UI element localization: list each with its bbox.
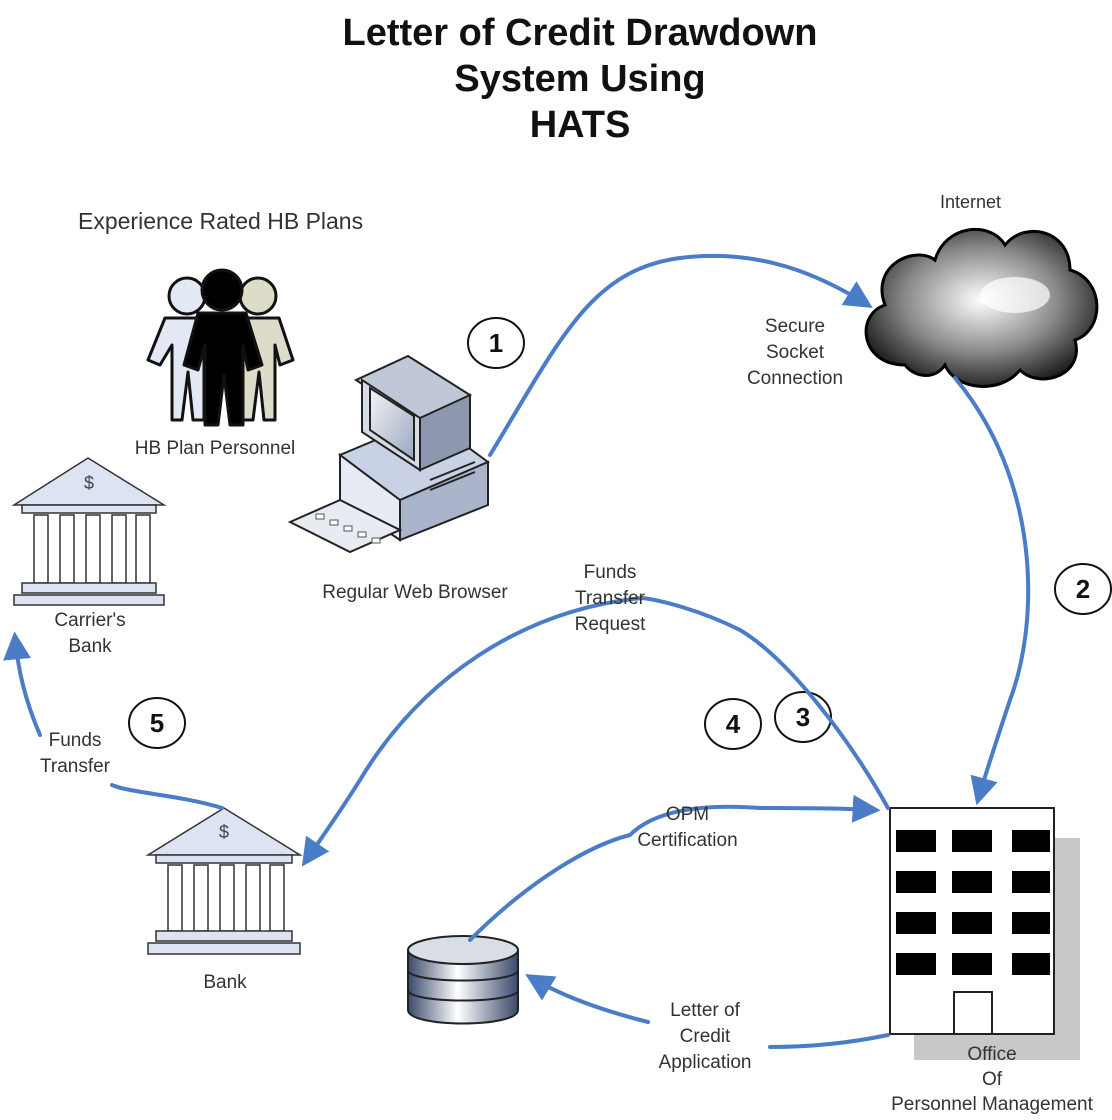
step-2-number: 2 [1075, 574, 1091, 604]
bank-label: Bank [203, 972, 247, 993]
title-line-3: HATS [529, 104, 631, 146]
loc-application-label: Letter of Credit Application [640, 998, 770, 1076]
step-1-number: 1 [488, 328, 504, 358]
opm-cert-line-1: OPM [665, 804, 710, 825]
step-circle-5 [128, 697, 186, 749]
secure-socket-label: Secure Socket Connection [735, 314, 855, 392]
secure-socket-line-1: Secure [764, 316, 826, 337]
arrow-db-to-opm [468, 794, 881, 942]
cloud-icon [864, 228, 1099, 388]
arrow-bank-to-carrier [15, 637, 224, 810]
opm-line-1: Office [967, 1044, 1017, 1065]
arrow-internet-to-opm [953, 376, 1031, 806]
loc-line-3: Application [658, 1052, 752, 1073]
arrow-opm-to-bank [301, 595, 890, 867]
people-icon [146, 268, 295, 427]
step-circle-4 [704, 698, 762, 750]
step-circle-2 [1054, 563, 1112, 615]
step-circle-1 [467, 317, 525, 369]
arrow-browser-to-internet [488, 253, 873, 457]
ftr-line-3: Request [574, 614, 646, 635]
step-3-number: 3 [795, 702, 811, 732]
secure-socket-line-2: Socket [765, 342, 825, 363]
web-browser-label: Regular Web Browser [322, 582, 508, 603]
loc-line-2: Credit [679, 1026, 731, 1047]
opm-cert-line-2: Certification [637, 830, 738, 851]
database-icon [407, 935, 519, 1025]
funds-transfer-label: Funds Transfer [20, 728, 130, 780]
funds-transfer-request-label: Funds Transfer Request [550, 560, 670, 638]
carriers-bank-dollar: $ [84, 473, 94, 493]
ft-line-1: Funds [48, 730, 102, 751]
internet-label: Internet [940, 192, 1002, 212]
carriers-bank-label: Carrier's Bank [30, 608, 150, 660]
opm-building-icon [889, 807, 1080, 1060]
carriers-bank-line-1: Carrier's [54, 610, 126, 631]
ftr-line-2: Transfer [574, 588, 646, 609]
step-4-number: 4 [725, 709, 741, 739]
carriers-bank-icon: $ [11, 457, 167, 606]
arrow-opm-to-db [530, 977, 890, 1049]
opm-certification-label: OPM Certification [625, 802, 750, 854]
step-5-number: 5 [149, 708, 165, 738]
title-line-2: System Using [454, 58, 706, 100]
opm-line-2: Of [981, 1069, 1003, 1090]
secure-socket-line-3: Connection [746, 368, 844, 389]
loc-line-1: Letter of [670, 1000, 740, 1021]
title-line-1: Letter of Credit Drawdown [342, 12, 818, 54]
diagram-title: Letter of Credit Drawdown System Using H… [280, 10, 880, 148]
carriers-bank-line-2: Bank [68, 636, 112, 657]
bank-icon: $ [145, 807, 303, 955]
bank-dollar: $ [219, 822, 229, 842]
ftr-line-1: Funds [583, 562, 637, 583]
opm-label: Office Of Personnel Management [872, 1042, 1112, 1117]
opm-line-3: Personnel Management [891, 1094, 1093, 1115]
plans-heading: Experience Rated HB Plans [78, 208, 364, 234]
ft-line-2: Transfer [39, 756, 111, 777]
computer-icon [287, 354, 490, 554]
hb-personnel-label: HB Plan Personnel [134, 438, 296, 459]
